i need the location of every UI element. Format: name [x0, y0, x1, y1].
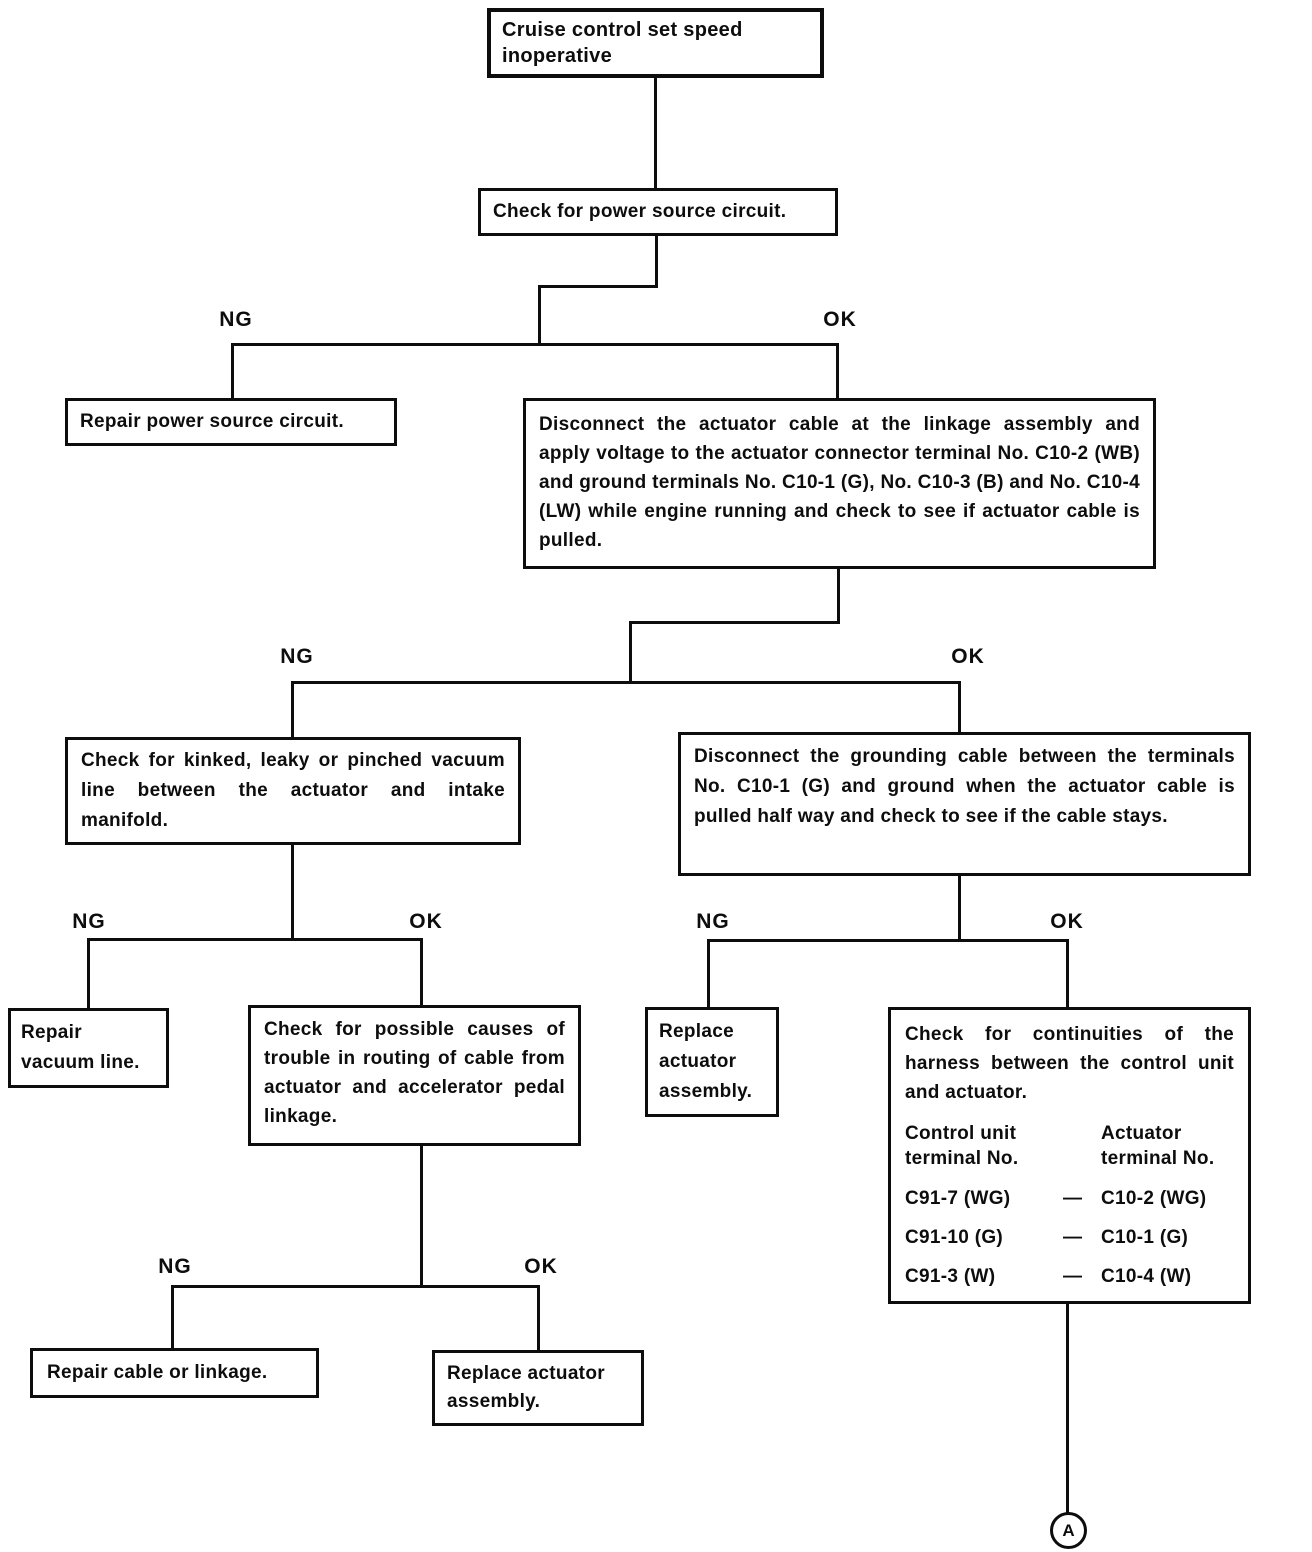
flow-line	[1066, 1303, 1069, 1513]
check-cable-routing-node: Check for possible causes of trouble in …	[248, 1005, 581, 1146]
dash-separator: —	[1063, 1188, 1083, 1209]
flow-line	[538, 285, 541, 346]
flow-line	[707, 939, 710, 1007]
repair-power-source-node: Repair power source circuit.	[65, 398, 397, 446]
actuator-terminal: C10-4 (W)	[1101, 1266, 1192, 1287]
actuator-terminal: C10-2 (WG)	[1101, 1188, 1207, 1209]
flow-line	[291, 681, 961, 684]
branch-label-ok: OK	[1050, 910, 1084, 933]
flow-line	[420, 938, 423, 1005]
continuity-instruction: Check for continuities of the harness be…	[905, 1024, 1234, 1103]
terminal-pair-row: C91-3 (W) — C10-4 (W)	[905, 1266, 1234, 1288]
branch-label-ng: NG	[280, 645, 314, 668]
terminal-pair-row: C91-7 (WG) — C10-2 (WG)	[905, 1188, 1234, 1210]
branch-label-ok: OK	[409, 910, 443, 933]
start-node: Cruise control set speed inoperative	[487, 8, 824, 78]
flow-line	[231, 343, 839, 346]
flow-line	[629, 621, 632, 683]
branch-label-ng: NG	[219, 308, 253, 331]
control-unit-terminal: C91-3 (W)	[905, 1266, 996, 1287]
flow-line	[654, 72, 657, 188]
flow-line	[171, 1285, 539, 1288]
control-unit-terminal: C91-7 (WG)	[905, 1188, 1011, 1209]
branch-label-ok: OK	[951, 645, 985, 668]
terminal-pair-row: C91-10 (G) — C10-1 (G)	[905, 1227, 1234, 1249]
branch-label-ok: OK	[823, 308, 857, 331]
replace-actuator-assembly-node: Replace actuator assembly.	[645, 1007, 779, 1117]
repair-vacuum-line-node: Repair vacuum line.	[8, 1008, 169, 1088]
actuator-terminal-header: Actuator terminal No.	[1101, 1123, 1215, 1169]
dash-separator: —	[1063, 1227, 1083, 1248]
flow-line	[537, 1285, 540, 1350]
branch-label-ng: NG	[696, 910, 730, 933]
flow-line	[837, 568, 840, 624]
flow-line	[291, 838, 294, 941]
flow-line	[707, 939, 1069, 942]
flow-line	[655, 232, 658, 288]
repair-cable-linkage-node: Repair cable or linkage.	[30, 1348, 319, 1398]
flow-line	[87, 938, 423, 941]
dash-separator: —	[1063, 1266, 1083, 1287]
apply-voltage-test-node: Disconnect the actuator cable at the lin…	[523, 398, 1156, 569]
actuator-terminal: C10-1 (G)	[1101, 1227, 1189, 1248]
branch-label-ok: OK	[524, 1255, 558, 1278]
flow-line	[420, 1145, 423, 1287]
flow-line	[538, 285, 658, 288]
flow-line	[836, 343, 839, 398]
terminal-table-header: Control unit terminal No. Actuator termi…	[905, 1121, 1234, 1171]
flow-line	[171, 1285, 174, 1348]
replace-actuator-assembly-node: Replace actuator assembly.	[432, 1350, 644, 1426]
check-power-source-node: Check for power source circuit.	[478, 188, 838, 236]
check-harness-continuity-node: Check for continuities of the harness be…	[888, 1007, 1251, 1304]
branch-label-ng: NG	[158, 1255, 192, 1278]
control-unit-terminal: C91-10 (G)	[905, 1227, 1004, 1248]
check-vacuum-line-node: Check for kinked, leaky or pinched vacuu…	[65, 737, 521, 845]
flow-line	[629, 621, 840, 624]
flow-line	[231, 343, 234, 398]
flow-line	[958, 681, 961, 732]
branch-label-ng: NG	[72, 910, 106, 933]
disconnect-grounding-cable-node: Disconnect the grounding cable between t…	[678, 732, 1251, 876]
flow-line	[958, 875, 961, 941]
off-page-connector-a: A	[1050, 1512, 1087, 1549]
flow-line	[1066, 939, 1069, 1007]
control-unit-terminal-header: Control unit terminal No.	[905, 1123, 1019, 1169]
flow-line	[291, 681, 294, 737]
flow-line	[87, 938, 90, 1008]
